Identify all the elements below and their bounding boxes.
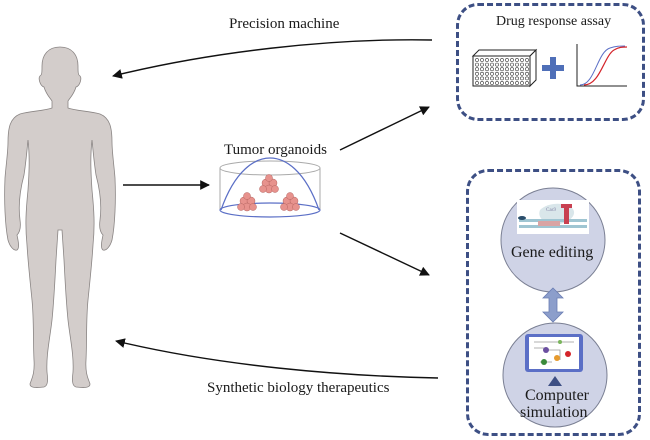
cas9-label: Cas9 — [546, 208, 556, 213]
tumor-organoids-label: Tumor organoids — [224, 142, 327, 158]
computer-simulation-label-line2: simulation — [520, 404, 588, 421]
well — [525, 76, 529, 81]
well — [495, 62, 499, 67]
well — [485, 67, 489, 72]
well — [515, 71, 519, 76]
well — [495, 71, 499, 76]
computer-simulation-node — [502, 322, 608, 428]
well — [485, 62, 489, 67]
well — [510, 62, 514, 67]
organoid-dish-icon — [219, 157, 321, 218]
well — [480, 71, 484, 76]
dose-response-curve-icon — [576, 44, 628, 87]
well — [520, 76, 524, 81]
well — [515, 81, 519, 85]
plus-icon — [542, 57, 564, 79]
well — [475, 76, 479, 81]
well — [510, 81, 514, 85]
well-plate-icon — [471, 48, 538, 88]
well — [505, 71, 509, 76]
well — [505, 76, 509, 81]
well — [500, 71, 504, 76]
well — [510, 76, 514, 81]
computer-simulation-label-line1: Computer — [525, 387, 589, 404]
well — [480, 81, 484, 85]
well — [510, 58, 514, 62]
well — [480, 58, 484, 62]
well — [490, 67, 494, 72]
human-body-icon — [4, 46, 116, 388]
well — [500, 81, 504, 85]
well — [475, 71, 479, 76]
well — [485, 81, 489, 85]
synthetic-biology-panel — [466, 169, 641, 436]
well — [525, 71, 529, 76]
drug-response-assay-panel — [456, 3, 645, 121]
well — [475, 81, 479, 85]
well — [485, 58, 489, 62]
well — [510, 71, 514, 76]
well — [520, 62, 524, 67]
organoid-cluster — [237, 192, 257, 212]
well — [490, 81, 494, 85]
gene-editing-node — [500, 187, 606, 293]
bidirectional-arrow-icon — [542, 287, 564, 323]
well — [490, 71, 494, 76]
well — [515, 76, 519, 81]
well — [500, 58, 504, 62]
well — [475, 62, 479, 67]
well — [480, 62, 484, 67]
precision-machine-label: Precision machine — [229, 16, 340, 32]
well — [475, 67, 479, 72]
well — [480, 67, 484, 72]
well — [485, 71, 489, 76]
well — [525, 62, 529, 67]
well — [510, 67, 514, 72]
organoid-cluster — [259, 174, 279, 194]
well — [520, 71, 524, 76]
well — [515, 67, 519, 72]
well — [525, 81, 529, 85]
well — [480, 76, 484, 81]
synthetic-biology-arrow — [115, 338, 439, 379]
well — [495, 76, 499, 81]
well — [515, 62, 519, 67]
organoids-to-synbio-arrow — [339, 232, 430, 276]
synthetic-biology-label: Synthetic biology therapeutics — [207, 380, 390, 396]
well — [520, 81, 524, 85]
well — [505, 62, 509, 67]
well — [505, 67, 509, 72]
organoid-cluster — [280, 192, 300, 212]
well — [505, 81, 509, 85]
precision-machine-arrow — [112, 39, 433, 79]
well — [490, 62, 494, 67]
well — [525, 58, 529, 62]
drug-response-assay-title: Drug response assay — [496, 14, 612, 29]
well — [485, 76, 489, 81]
organoids-to-assay-arrow — [339, 106, 430, 151]
well — [490, 76, 494, 81]
well — [490, 58, 494, 62]
well — [520, 67, 524, 72]
well — [515, 58, 519, 62]
well — [520, 58, 524, 62]
well — [500, 76, 504, 81]
well — [525, 67, 529, 72]
well — [495, 81, 499, 85]
well — [500, 62, 504, 67]
well — [505, 58, 509, 62]
well — [495, 67, 499, 72]
well — [495, 58, 499, 62]
well — [500, 67, 504, 72]
gene-editing-label: Gene editing — [511, 244, 594, 261]
well — [475, 58, 479, 62]
